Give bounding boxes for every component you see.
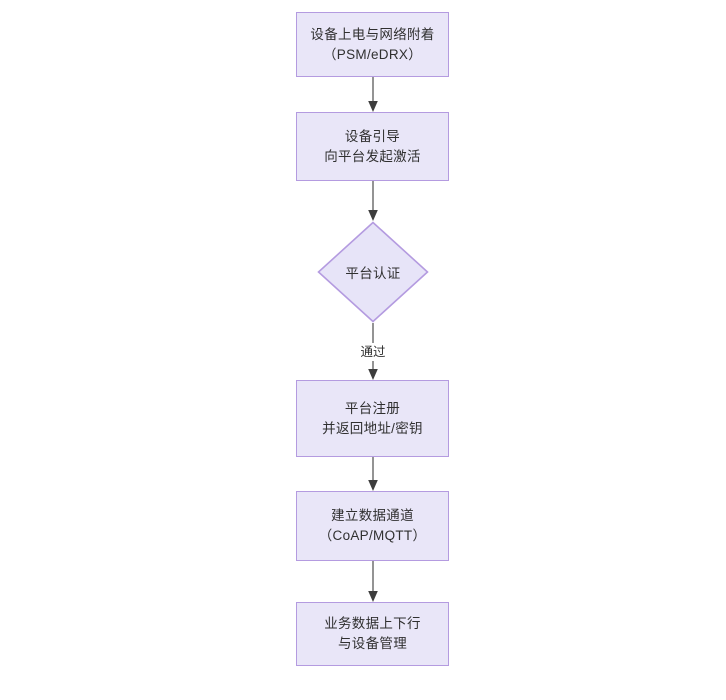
node-power-on[interactable]: 设备上电与网络附着 （PSM/eDRX） [296, 12, 449, 77]
node-data-channel-line-2: （CoAP/MQTT） [318, 528, 427, 543]
diamond-icon [317, 221, 429, 323]
edge-label-pass: 通过 [357, 343, 389, 361]
edge-arrow-data-channel-service-data [368, 591, 378, 602]
node-platform-auth[interactable]: 平台认证 [317, 221, 429, 323]
node-data-channel[interactable]: 建立数据通道 （CoAP/MQTT） [296, 491, 449, 561]
node-power-on-line-1: 设备上电与网络附着 [310, 26, 435, 42]
node-bootstrap-line-1: 设备引导 [344, 128, 401, 144]
node-service-data-line-2: 与设备管理 [338, 636, 407, 651]
node-data-channel-line-1: 建立数据通道 [331, 508, 414, 523]
edge-arrow-power-on-bootstrap [368, 101, 378, 112]
edge-arrow-platform-register-data-channel [368, 480, 378, 491]
node-bootstrap[interactable]: 设备引导 向平台发起激活 [296, 112, 449, 181]
node-bootstrap-line-2: 向平台发起激活 [324, 148, 421, 164]
node-platform-register-line-1: 平台注册 [344, 400, 401, 416]
node-service-data-line-1: 业务数据上下行 [324, 616, 421, 631]
edge-arrow-bootstrap-platform-auth [368, 210, 378, 221]
node-platform-auth-label: 平台认证 [345, 266, 401, 281]
node-platform-register[interactable]: 平台注册 并返回地址/密钥 [296, 380, 449, 457]
node-service-data[interactable]: 业务数据上下行 与设备管理 [296, 602, 449, 666]
node-power-on-line-2: （PSM/eDRX） [322, 46, 423, 62]
node-platform-register-line-2: 并返回地址/密钥 [322, 420, 423, 436]
edge-arrow-platform-auth-platform-register [368, 369, 378, 380]
